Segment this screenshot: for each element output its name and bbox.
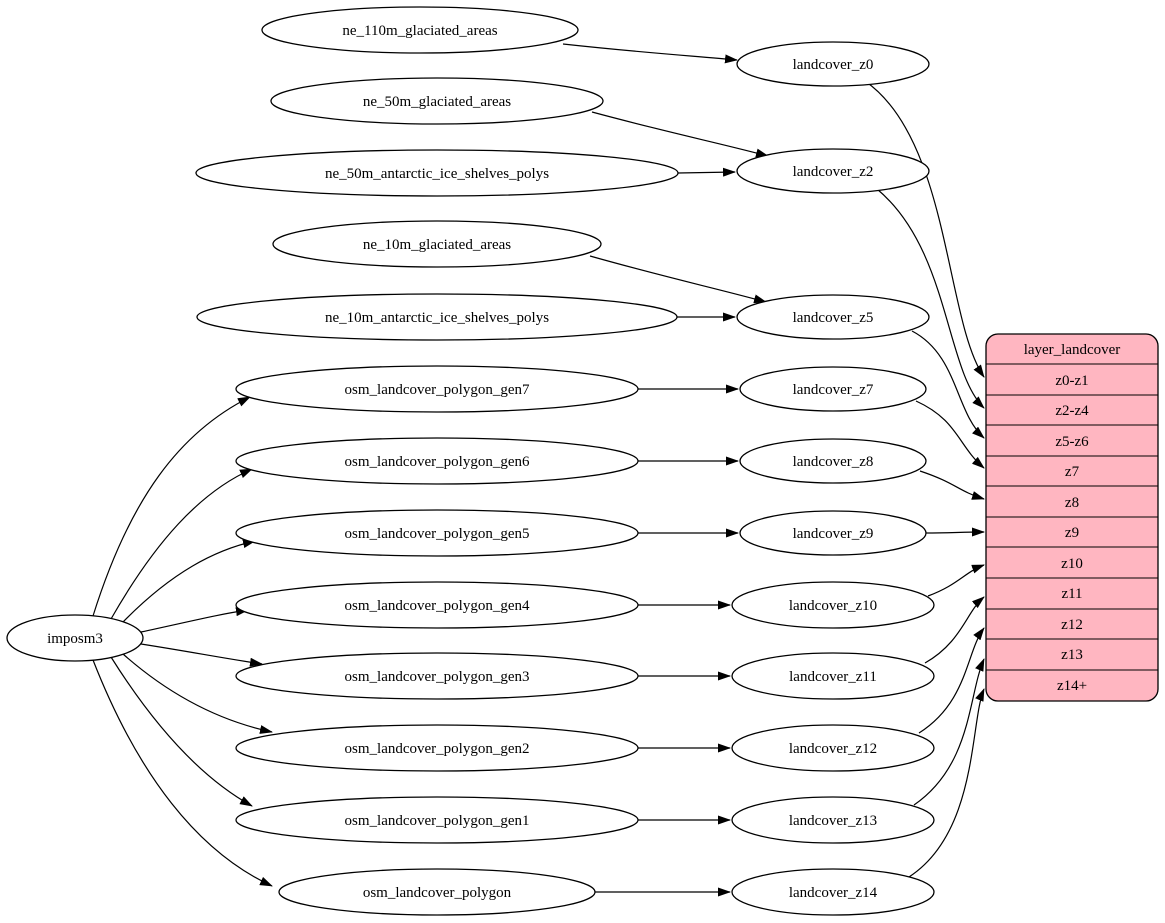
edge-landcover_z13-row-z13 xyxy=(913,658,985,806)
node-landcover_z12: landcover_z12 xyxy=(731,724,935,772)
node-landcover_z2: landcover_z2 xyxy=(736,148,930,194)
node-label-osm_landcover_polygon: osm_landcover_polygon xyxy=(363,885,512,901)
edge-imposm3-osm_landcover_polygon_gen4 xyxy=(140,607,249,633)
table-row-z12: z12 xyxy=(1061,617,1083,633)
node-osm_landcover_polygon_gen5: osm_landcover_polygon_gen5 xyxy=(235,509,639,557)
node-osm_landcover_polygon_gen6: osm_landcover_polygon_gen6 xyxy=(235,437,639,485)
edge-ne_10m_glaciated_areas-landcover_z5 xyxy=(589,255,767,304)
edge-imposm3-osm_landcover_polygon_gen2 xyxy=(122,653,273,734)
table-row-z13: z13 xyxy=(1061,647,1083,663)
node-label-landcover_z2: landcover_z2 xyxy=(793,164,874,180)
node-imposm3: imposm3 xyxy=(6,614,144,662)
node-label-landcover_z5: landcover_z5 xyxy=(793,310,874,326)
node-label-landcover_z13: landcover_z13 xyxy=(789,813,877,829)
node-label-imposm3: imposm3 xyxy=(47,631,103,647)
node-osm_landcover_polygon_gen4: osm_landcover_polygon_gen4 xyxy=(235,581,639,629)
node-label-ne_50m_glaciated_areas: ne_50m_glaciated_areas xyxy=(363,94,511,110)
node-landcover_z11: landcover_z11 xyxy=(731,652,935,700)
node-landcover_z7: landcover_z7 xyxy=(739,366,927,412)
edge-imposm3-osm_landcover_polygon xyxy=(92,659,273,887)
node-label-landcover_z7: landcover_z7 xyxy=(793,382,874,398)
node-label-ne_50m_antarctic_ice_shelves_polys: ne_50m_antarctic_ice_shelves_polys xyxy=(325,166,549,182)
node-landcover_z8: landcover_z8 xyxy=(739,438,927,484)
node-label-ne_110m_glaciated_areas: ne_110m_glaciated_areas xyxy=(342,23,497,39)
edge-landcover_z7-row-z7 xyxy=(915,400,985,469)
edge-landcover_z8-row-z8 xyxy=(919,470,985,500)
edge-landcover_z14-row-z14plus xyxy=(908,688,985,878)
edge-landcover_z2-row-z2-z4 xyxy=(876,188,985,409)
table-row-z8: z8 xyxy=(1065,495,1079,511)
node-landcover_z9: landcover_z9 xyxy=(739,510,927,556)
table-row-z9: z9 xyxy=(1065,525,1079,541)
table-row-z0-z1: z0-z1 xyxy=(1055,373,1088,389)
node-ne_110m_glaciated_areas: ne_110m_glaciated_areas xyxy=(261,6,579,54)
edge-ne_110m_glaciated_areas-landcover_z0 xyxy=(562,43,738,64)
node-landcover_z5: landcover_z5 xyxy=(736,294,930,340)
node-label-landcover_z0: landcover_z0 xyxy=(793,57,874,73)
table-row-z14plus: z14+ xyxy=(1057,678,1087,694)
node-osm_landcover_polygon_gen1: osm_landcover_polygon_gen1 xyxy=(235,796,639,844)
node-label-landcover_z9: landcover_z9 xyxy=(793,526,874,542)
edge-landcover_z9-row-z9 xyxy=(925,527,985,537)
node-label-landcover_z14: landcover_z14 xyxy=(789,885,878,901)
edge-group xyxy=(92,43,985,897)
table-row-z11: z11 xyxy=(1061,586,1082,602)
table-layer_landcover: layer_landcover z0-z1 z2-z4 z5-z6 z7 z8 … xyxy=(985,333,1159,702)
edge-imposm3-osm_landcover_polygon_gen5 xyxy=(122,539,256,623)
edge-landcover_z5-row-z5-z6 xyxy=(911,330,985,439)
node-osm_landcover_polygon_gen2: osm_landcover_polygon_gen2 xyxy=(235,724,639,772)
edge-landcover_z0-row-z0-z1 xyxy=(864,80,985,378)
node-osm_landcover_polygon: osm_landcover_polygon xyxy=(278,868,596,916)
node-label-ne_10m_glaciated_areas: ne_10m_glaciated_areas xyxy=(363,237,511,253)
edge-imposm3-osm_landcover_polygon_gen7 xyxy=(92,396,251,617)
node-label-osm_landcover_polygon_gen7: osm_landcover_polygon_gen7 xyxy=(345,382,530,398)
node-landcover_z14: landcover_z14 xyxy=(731,868,935,916)
table-title: layer_landcover xyxy=(1024,342,1121,358)
node-ne_50m_glaciated_areas: ne_50m_glaciated_areas xyxy=(270,77,604,125)
node-label-landcover_z10: landcover_z10 xyxy=(789,598,877,614)
edge-ne_50m_antarctic_ice_shelves_polys-landcover_z2 xyxy=(677,167,736,177)
edge-imposm3-osm_landcover_polygon_gen1 xyxy=(110,656,253,807)
node-osm_landcover_polygon_gen3: osm_landcover_polygon_gen3 xyxy=(235,652,639,700)
edge-landcover_z10-row-z10 xyxy=(927,564,985,597)
table-row-z10: z10 xyxy=(1061,556,1083,572)
edge-ne_50m_glaciated_areas-landcover_z2 xyxy=(591,111,769,158)
node-label-landcover_z11: landcover_z11 xyxy=(789,669,877,685)
node-osm_landcover_polygon_gen7: osm_landcover_polygon_gen7 xyxy=(235,365,639,413)
node-label-landcover_z12: landcover_z12 xyxy=(789,741,877,757)
node-label-ne_10m_antarctic_ice_shelves_polys: ne_10m_antarctic_ice_shelves_polys xyxy=(325,310,549,326)
edge-imposm3-osm_landcover_polygon_gen3 xyxy=(140,643,263,667)
table-row-z5-z6: z5-z6 xyxy=(1055,434,1089,450)
table-row-z7: z7 xyxy=(1065,464,1080,480)
node-label-osm_landcover_polygon_gen5: osm_landcover_polygon_gen5 xyxy=(345,526,530,542)
node-ne_10m_antarctic_ice_shelves_polys: ne_10m_antarctic_ice_shelves_polys xyxy=(196,293,678,341)
node-label-osm_landcover_polygon_gen2: osm_landcover_polygon_gen2 xyxy=(345,741,530,757)
edge-landcover_z12-row-z12 xyxy=(918,627,985,734)
node-label-landcover_z8: landcover_z8 xyxy=(793,454,874,470)
edge-imposm3-osm_landcover_polygon_gen6 xyxy=(110,468,253,620)
node-landcover_z0: landcover_z0 xyxy=(736,41,930,87)
node-label-osm_landcover_polygon_gen3: osm_landcover_polygon_gen3 xyxy=(345,669,530,685)
table-row-z2-z4: z2-z4 xyxy=(1055,403,1089,419)
node-label-osm_landcover_polygon_gen4: osm_landcover_polygon_gen4 xyxy=(345,598,530,614)
node-landcover_z10: landcover_z10 xyxy=(731,581,935,629)
node-landcover_z13: landcover_z13 xyxy=(731,796,935,844)
node-ne_50m_antarctic_ice_shelves_polys: ne_50m_antarctic_ice_shelves_polys xyxy=(195,149,679,197)
node-ne_10m_glaciated_areas: ne_10m_glaciated_areas xyxy=(272,220,602,268)
node-label-osm_landcover_polygon_gen1: osm_landcover_polygon_gen1 xyxy=(345,813,530,829)
edge-landcover_z11-row-z11 xyxy=(924,596,985,664)
node-label-osm_landcover_polygon_gen6: osm_landcover_polygon_gen6 xyxy=(345,454,530,470)
